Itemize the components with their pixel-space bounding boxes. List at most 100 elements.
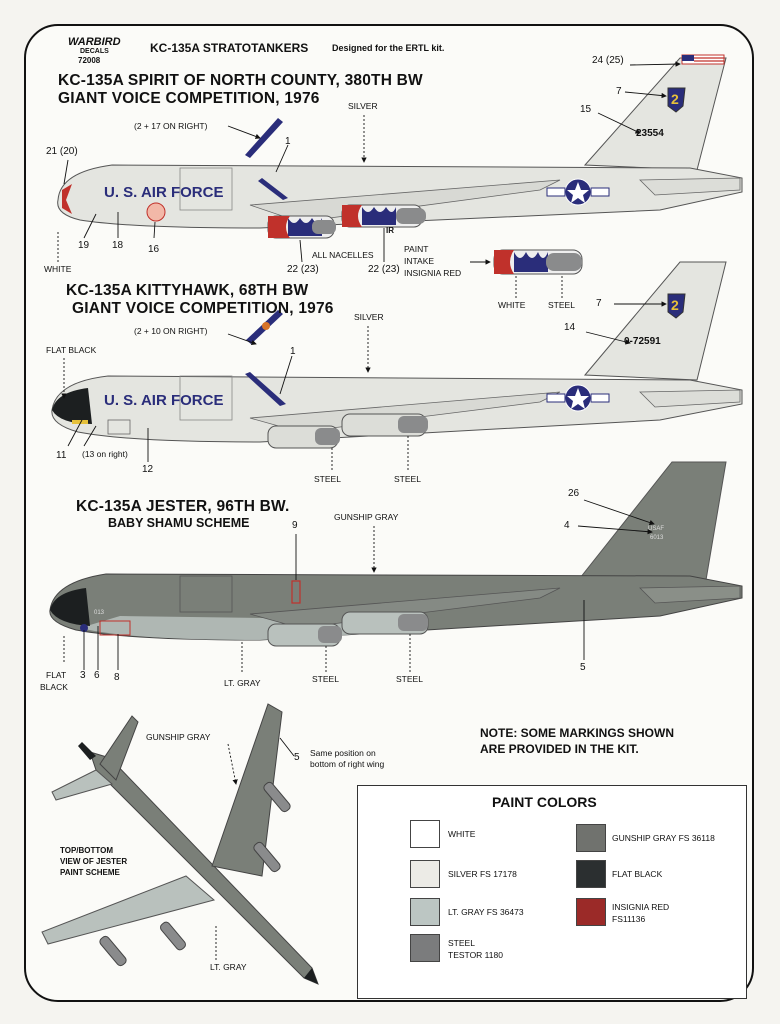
- nacelle-1: [267, 215, 336, 239]
- svg-text:2: 2: [671, 91, 679, 107]
- plan-caption-3: PAINT SCHEME: [60, 868, 120, 877]
- all-nacelles-label: ALL NACELLES: [312, 250, 374, 260]
- plan-caption-1: TOP/BOTTOM: [60, 846, 114, 855]
- scheme3-gunship-label: GUNSHIP GRAY: [334, 512, 399, 522]
- nacelle-detail: [493, 249, 583, 275]
- callout-1a: 1: [285, 136, 291, 147]
- svg-text:2: 2: [671, 297, 679, 313]
- plan-view-jester: [41, 703, 319, 985]
- callout-4: 4: [564, 520, 570, 531]
- scheme3-flat-label-2: BLACK: [40, 682, 68, 692]
- scheme3-title-2: BABY SHAMU SCHEME: [108, 516, 250, 530]
- scheme3-flat-label-1: FLAT: [46, 670, 67, 680]
- aircraft-2-side-view: 2: [51, 261, 743, 449]
- callout-7a: 7: [616, 86, 622, 97]
- sheet-title: KC-135A STRATOTANKERS: [150, 41, 309, 55]
- brand-subtitle: DECALS: [80, 48, 109, 55]
- callout-9: 9: [292, 520, 298, 531]
- callout-1b: 1: [290, 346, 296, 357]
- paint-intake-label-2: INTAKE: [404, 256, 435, 266]
- scheme1-white-label: WHITE: [44, 264, 72, 274]
- plan-caption-2: VIEW OF JESTER: [60, 857, 128, 866]
- paint-colors-legend: PAINT COLORS WHITE SILVER FS 17178 LT. G…: [357, 785, 747, 999]
- callout-22a: 22 (23): [287, 264, 319, 275]
- scheme3-tail-serial: 6013: [650, 535, 664, 541]
- catalog-number: 72008: [78, 56, 101, 65]
- note-line-2: ARE PROVIDED IN THE KIT.: [480, 742, 639, 756]
- swatch-silver: [410, 860, 440, 888]
- scheme3-steel-a: STEEL: [312, 674, 339, 684]
- scheme1-tail-code: IR: [386, 226, 394, 235]
- legend-label-gunship: GUNSHIP GRAY FS 36118: [612, 833, 715, 843]
- callout-3: 3: [80, 670, 86, 681]
- callout-19: 19: [78, 240, 90, 251]
- scheme3-steel-b: STEEL: [396, 674, 423, 684]
- plan-ltgray-label: LT. GRAY: [210, 962, 247, 972]
- legend-label-lt-gray: LT. GRAY FS 36473: [448, 907, 524, 917]
- callout-7b: 7: [596, 298, 602, 309]
- callout-lines: [57, 61, 681, 960]
- legend-label-insignia-red: INSIGNIA RED: [612, 902, 670, 912]
- callout-21: 21 (20): [46, 146, 78, 157]
- paint-intake-label-3: INSIGNIA RED: [404, 268, 462, 278]
- callout-5: 5: [580, 662, 586, 673]
- callout-22b: 22 (23): [368, 264, 400, 275]
- scheme2-title-2: GIANT VOICE COMPETITION, 1976: [72, 300, 334, 317]
- scheme2-title-1: KC-135A KITTYHAWK, 68TH BW: [66, 282, 309, 299]
- scheme3-tail-usaf: USAF: [648, 526, 665, 532]
- scheme1-silver-label: SILVER: [348, 101, 378, 111]
- nacelle-2: [341, 204, 426, 228]
- aircraft-1-side-view: 2: [57, 54, 743, 239]
- callout-26: 26: [568, 488, 580, 499]
- scheme2-steel-a: STEEL: [314, 474, 341, 484]
- legend-label-flat-black: FLAT BLACK: [612, 869, 663, 879]
- swatch-flat-black: [576, 860, 606, 888]
- legend-label-white: WHITE: [448, 829, 476, 839]
- scheme1-fuselage-text: U. S. AIR FORCE: [104, 184, 224, 201]
- callout-12: 12: [142, 464, 154, 475]
- callout-18: 18: [112, 240, 124, 251]
- swatch-lt-gray: [410, 898, 440, 926]
- nacelle-steel-label: STEEL: [548, 300, 575, 310]
- scheme2-steel-b: STEEL: [394, 474, 421, 484]
- scheme2-fuselage-text: U. S. AIR FORCE: [104, 392, 224, 409]
- scheme2-flat-black-label: FLAT BLACK: [46, 345, 97, 355]
- scheme3-nose-number: 013: [94, 610, 105, 616]
- aircraft-3-side-view: [49, 461, 743, 647]
- plan-same-position-2: bottom of right wing: [310, 759, 385, 769]
- designed-for: Designed for the ERTL kit.: [332, 43, 445, 53]
- scheme2-silver-label: SILVER: [354, 312, 384, 322]
- callout-14: 14: [564, 322, 576, 333]
- brand-logo: WARBIRD: [68, 36, 121, 48]
- callout-15: 15: [580, 104, 592, 115]
- scheme2-13-on-right-label: (13 on right): [82, 449, 128, 459]
- scheme2-serial: 0-72591: [624, 336, 661, 347]
- plan-gunship-label: GUNSHIP GRAY: [146, 732, 211, 742]
- callout-24: 24 (25): [592, 55, 624, 66]
- plan-same-position-1: Same position on: [310, 748, 376, 758]
- legend-label-insignia-red-2: FS11136: [612, 914, 646, 924]
- note-line-1: NOTE: SOME MARKINGS SHOWN: [480, 726, 674, 740]
- scheme2-on-right-label: (2 + 10 ON RIGHT): [134, 326, 208, 336]
- legend-label-steel-2: TESTOR 1180: [448, 950, 503, 960]
- legend-label-steel: STEEL: [448, 938, 475, 948]
- swatch-white: [410, 820, 440, 848]
- callout-8: 8: [114, 672, 120, 683]
- swatch-insignia-red: [576, 898, 606, 926]
- callout-11: 11: [56, 450, 67, 461]
- swatch-steel: [410, 934, 440, 962]
- callout-16: 16: [148, 244, 160, 255]
- scheme3-ltgray-label: LT. GRAY: [224, 678, 261, 688]
- swatch-gunship-gray: [576, 824, 606, 852]
- paint-intake-label-1: PAINT: [404, 244, 429, 254]
- scheme1-on-right-label: (2 + 17 ON RIGHT): [134, 121, 208, 131]
- plan-callout-5: 5: [294, 752, 300, 763]
- scheme3-title-1: KC-135A JESTER, 96TH BW.: [76, 498, 290, 515]
- legend-label-silver: SILVER FS 17178: [448, 869, 517, 879]
- scheme1-serial: 23554: [636, 128, 664, 139]
- callout-6: 6: [94, 670, 100, 681]
- nacelle-white-label: WHITE: [498, 300, 526, 310]
- scheme1-title-2: GIANT VOICE COMPETITION, 1976: [58, 90, 320, 107]
- legend-title: PAINT COLORS: [492, 794, 597, 810]
